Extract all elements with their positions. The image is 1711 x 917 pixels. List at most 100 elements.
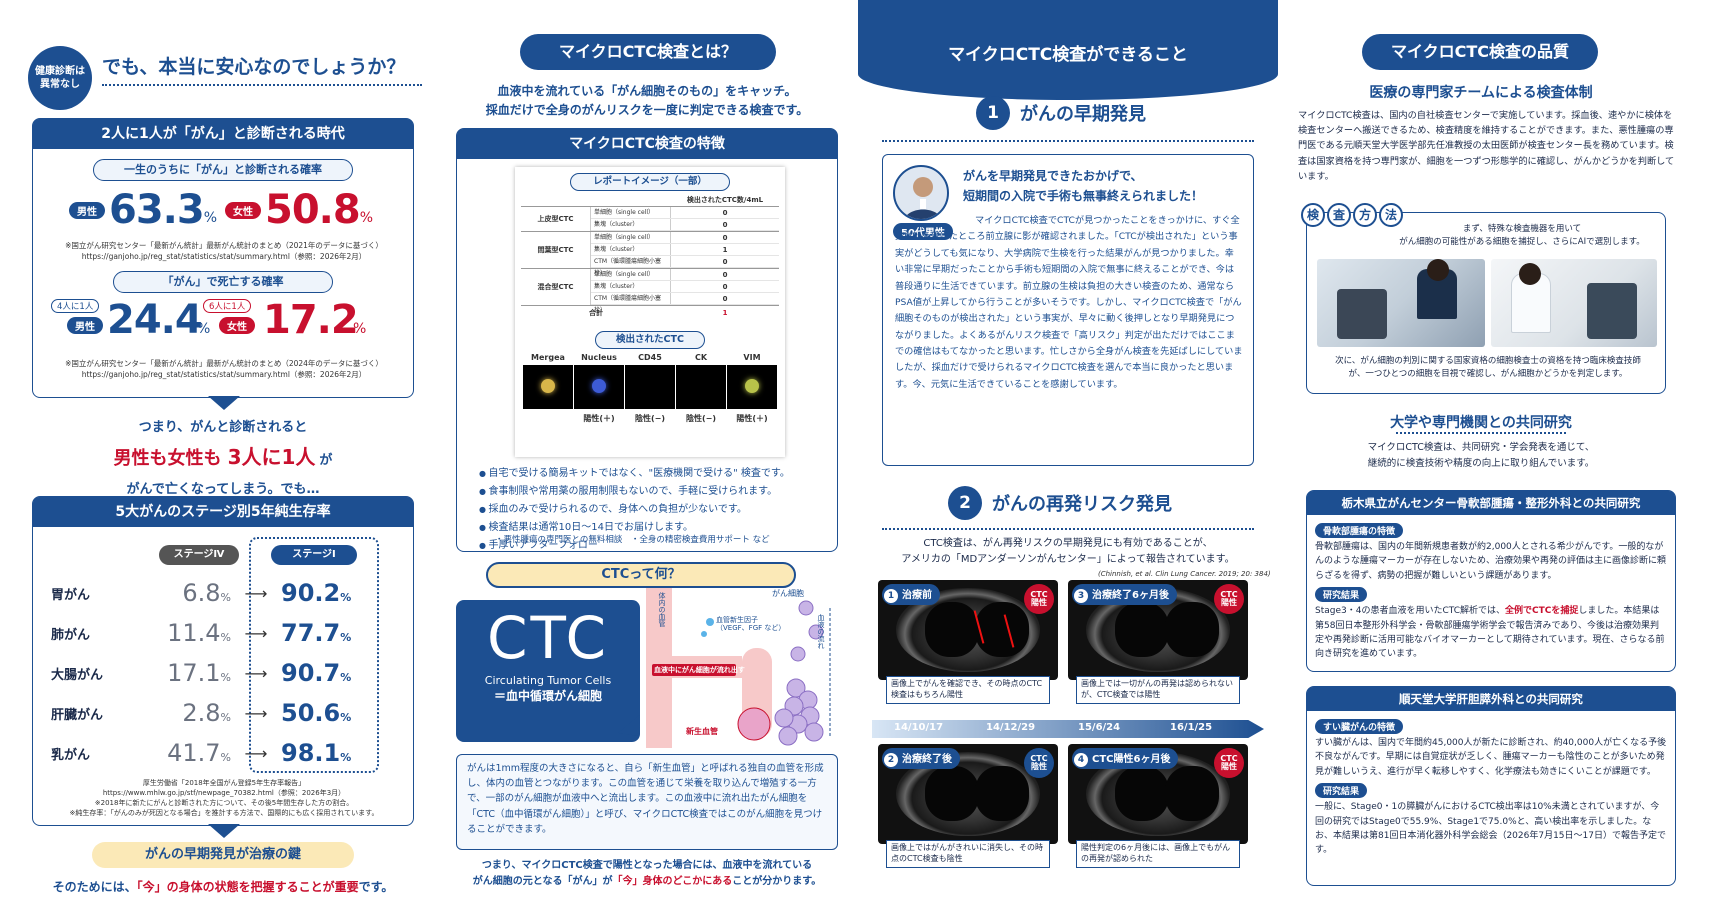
sec2-title: がんの再発リスク発見	[992, 494, 1172, 515]
down-arrow	[208, 824, 240, 838]
pct-unit: %	[203, 210, 218, 226]
table-row: 単細胞（single cell）0	[591, 207, 779, 219]
pct-unit: %	[220, 751, 231, 764]
row-value: 0	[722, 271, 728, 279]
text1: マイクロCTC検査は、国内の自社検査センターで実施しています。採血後、速やかに検…	[1298, 110, 1675, 182]
group-name: 間葉型CTC	[521, 232, 591, 268]
avatar	[893, 165, 949, 221]
table-row: 集塊（cluster）0	[591, 219, 779, 231]
method-text-bottom: 次に、がん細胞の判別に関する国家資格の細胞検査士の資格を持つ臨床検査技師 が、一…	[1313, 355, 1663, 381]
r2-tag1: すい臓がんの特徴	[1315, 719, 1404, 734]
female-diag-stat: 女性 50.8 %	[225, 187, 373, 233]
r1-text2a: Stage3・4の患者血液を用いたCTC解析では、	[1315, 606, 1505, 617]
cell-image	[574, 365, 624, 409]
sec1-heading: 1 がんの早期発見	[976, 96, 1146, 130]
stage1-value: 50.6%	[281, 699, 381, 727]
cancer-name: 胃がん	[51, 587, 91, 603]
female-ratio: 6人に1人	[203, 299, 252, 313]
factor-label: 血管新生因子（VEGF、FGF など）	[716, 616, 785, 633]
sec2-line1: CTC検査は、がん再発リスクの早期発見にも有効であることが、	[923, 538, 1213, 549]
stage1-label: ステージⅠ	[271, 545, 357, 565]
ctc-status-badge: CTC 陽性	[1214, 748, 1244, 778]
footer-b: 「今」の身体の状態を把握することが重要	[136, 880, 359, 894]
source-note: 厚生労働省「2018年全国がん登録5年生存率報告」	[142, 779, 306, 787]
female-death-stat: 6人に1人 女性 17.2 %	[203, 297, 403, 349]
pct-unit: %	[220, 591, 231, 604]
footer-2d: ことが分かります。	[732, 876, 822, 887]
table-row: CTM（循環腫瘍細胞小塞栓） 0	[591, 293, 779, 314]
lifetime-risk-panel: 2人に1人が「がん」と診断される時代 一生のうちに「がん」と診断される確率 男性…	[32, 118, 414, 398]
step-title: 治療終了後	[902, 754, 952, 765]
timeline-date: 14/10/17	[894, 722, 944, 733]
r1-text2c: しました。本結果は第58回日本整形外科学会・骨軟部腫瘍学術学会で報告済みであり、…	[1315, 606, 1665, 660]
timeline: 14/10/17 14/12/29 15/6/24 16/1/25	[872, 720, 1264, 738]
r1-text1: 骨軟部腫瘍は、国内の年間新規患者数が約2,000人とされる希少がんです。一般的な…	[1315, 542, 1667, 581]
sec2-text: CTC検査は、がん再発リスクの早期発見にも有効であることが、 アメリカの「MDア…	[868, 536, 1268, 568]
timeline-date: 15/6/24	[1078, 722, 1121, 733]
timeline-date: 16/1/25	[1170, 722, 1213, 733]
stage1-value: 98.1%	[281, 739, 381, 767]
source-note: ※純生存率：「がんのみが死因となる場合」を推計する方法で、国際的にも広く採用され…	[69, 809, 379, 817]
feature-bullet: 自宅で受ける簡易キットではなく、"医療機関で受ける" 検査です。	[479, 465, 829, 483]
lab-photo-2	[1491, 259, 1657, 347]
method-line1: まず、特殊な検査機器を用いて	[1462, 224, 1582, 234]
row-value: 0	[722, 295, 728, 303]
ctc-status-badge: CTC 陽性	[1214, 584, 1244, 614]
pct-unit: %	[359, 210, 374, 226]
row-value: 0	[722, 258, 728, 266]
method-char: 法	[1379, 203, 1403, 227]
row-label: CTM（循環腫瘍細胞小塞栓）	[591, 256, 671, 277]
survival-row: 胃がん 6.8% ⟶ 90.2%	[51, 573, 391, 613]
stage1-number: 90.2	[281, 579, 341, 607]
stage4-value: 2.8%	[151, 699, 231, 727]
r1-text2b: 全例でCTCを捕捉	[1505, 606, 1579, 617]
ctc-question: CTCって何？	[486, 562, 796, 588]
stage1-value: 77.7%	[281, 619, 381, 647]
table-row: 単細胞（single cell）0	[591, 269, 779, 281]
stage4-number: 41.7	[167, 739, 221, 767]
row-label: CTM（循環腫瘍細胞小塞栓）	[591, 293, 671, 314]
stage4-value: 11.4%	[151, 619, 231, 647]
research-title-2: 順天堂大学肝胆膵外科との共同研究	[1307, 687, 1675, 711]
stage4-value: 17.1%	[151, 659, 231, 687]
group-name: 混合型CTC	[521, 269, 591, 305]
male-tag: 男性	[67, 317, 103, 334]
pct-unit: %	[220, 671, 231, 684]
arrow-icon: ⟶	[244, 583, 268, 603]
key-label: がんの早期発見が治療の鍵	[92, 842, 354, 868]
stage4-number: 6.8	[182, 579, 221, 607]
arrow-icon: ⟶	[244, 703, 268, 723]
male-diag-value: 63.3	[109, 187, 205, 233]
row-label: 集塊（cluster）	[591, 244, 671, 255]
stage1-number: 77.7	[281, 619, 341, 647]
result-label: 陽性(＋)	[736, 414, 768, 423]
source-url: https://www.mhlw.go.jp/stf/newpage_70382…	[102, 789, 346, 797]
row-value: 0	[722, 221, 728, 229]
stage4-value: 6.8%	[151, 579, 231, 607]
step-number: 3	[1074, 589, 1088, 603]
cell-image	[676, 365, 726, 409]
sec1-title: がんの早期発見	[1020, 104, 1146, 125]
male-ratio: 4人に1人	[51, 299, 100, 313]
stage1-value: 90.2%	[281, 579, 381, 607]
footer-line2: がん細胞の元となる「がん」が「今」身体のどこかにあることが分かります。	[452, 874, 842, 890]
separator	[882, 140, 1254, 142]
timeline-date: 14/12/29	[986, 722, 1036, 733]
source-note: ※2018年に新たにがんと診断された方について、その後5年間生存した方の割合。	[94, 799, 354, 807]
quote-line2: 短期間の入院で手術も無事終えられました！	[963, 188, 1204, 203]
cell-image	[727, 365, 777, 409]
cancer-name: 肺がん	[51, 627, 91, 643]
conclusion-emph1: 男性も女性も	[113, 448, 222, 469]
testimonial-panel: 50代男性 がんを早期発見できたおかげで、 短期間の入院で手術も無事終えられまし…	[882, 154, 1254, 466]
death-prob-label: 「がん」で死亡する確率	[113, 271, 333, 293]
ctc-english: Circulating Tumor Cells	[484, 674, 612, 687]
